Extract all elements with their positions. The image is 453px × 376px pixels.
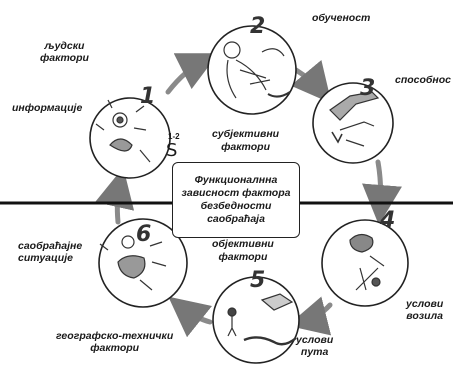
- arrow-4-to-5: [302, 305, 330, 322]
- label-ability: способнос: [395, 74, 451, 86]
- center-title: Функционалнна зависност фактора безбедно…: [182, 174, 291, 226]
- step-number-3: 3: [360, 76, 375, 101]
- step-number-2: 2: [250, 14, 265, 39]
- circle-1: [90, 98, 170, 178]
- step-number-1: 1: [140, 84, 155, 109]
- label-information: информације: [12, 102, 82, 114]
- step-number-4: 4: [380, 208, 395, 233]
- arrow-5-to-6: [180, 306, 210, 322]
- arrow-1-to-2: [168, 60, 205, 92]
- step-number-6: 6: [136, 222, 151, 247]
- s-letter: S: [166, 140, 177, 161]
- arrow-2-to-3: [296, 70, 322, 92]
- step-number-5: 5: [250, 268, 265, 293]
- label-training: обученост: [312, 12, 370, 24]
- center-title-box: Функционалнна зависност фактора безбедно…: [172, 162, 300, 238]
- circle-2: [208, 26, 296, 114]
